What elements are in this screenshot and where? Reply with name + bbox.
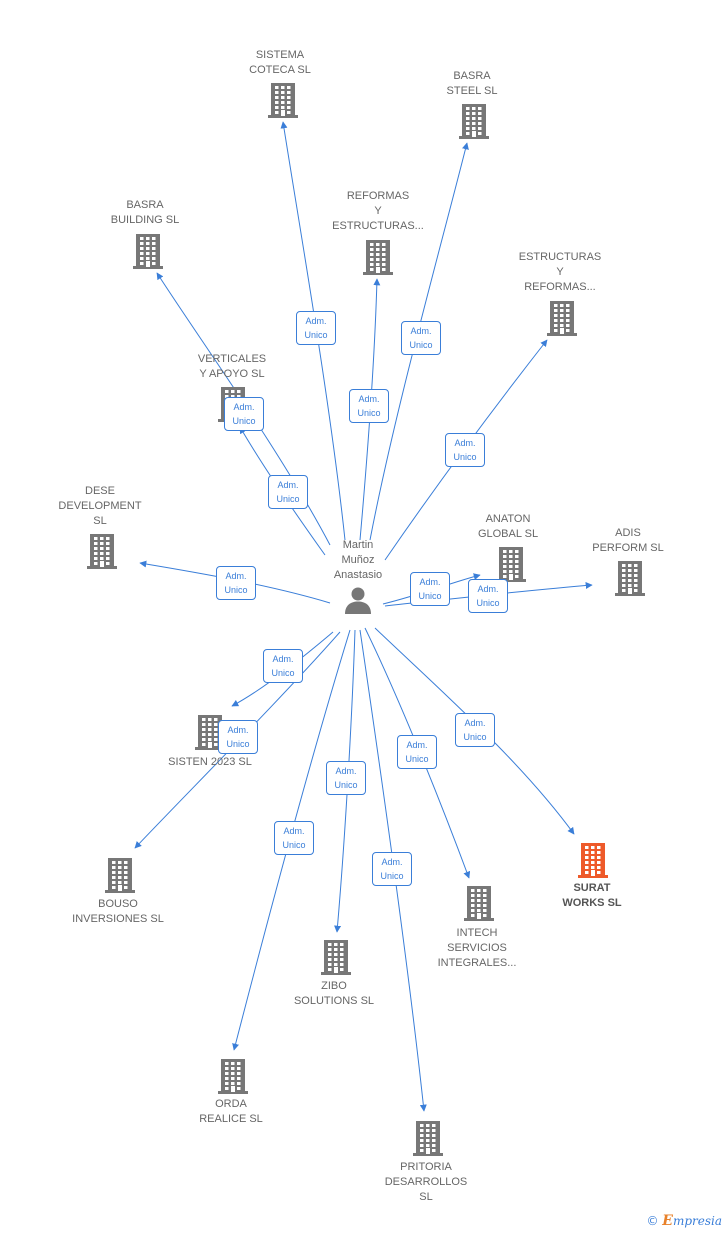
company-label[interactable]: REFORMAS Y ESTRUCTURAS... xyxy=(332,190,424,232)
edge-label-bouso-inversiones: Adm. Unico xyxy=(218,720,258,754)
edge-label-intech-servicios: Adm. Unico xyxy=(397,735,437,769)
building-icon xyxy=(133,234,163,269)
building-icon xyxy=(218,1059,248,1094)
company-label[interactable]: SURAT WORKS SL xyxy=(562,882,622,909)
edge-label-pritoria-desarrollos: Adm. Unico xyxy=(372,852,412,886)
center-person[interactable]: Martin Muñoz Anastasio xyxy=(298,538,418,615)
edge-label-surat-works: Adm. Unico xyxy=(455,713,495,747)
building-icon xyxy=(321,940,351,975)
edge-label-verticales-apoyo: Adm. Unico xyxy=(268,475,308,509)
building-icon xyxy=(547,301,577,336)
building-icon xyxy=(578,843,608,878)
building-icon xyxy=(496,547,526,582)
edge-label-sistema-coteca: Adm. Unico xyxy=(296,311,336,345)
building-icon xyxy=(268,83,298,118)
company-label[interactable]: SISTEMA COTECA SL xyxy=(249,49,311,76)
brand-name: mpresia xyxy=(672,1214,722,1228)
company-label[interactable]: BASRA STEEL SL xyxy=(446,70,498,97)
company-label[interactable]: ZIBO SOLUTIONS SL xyxy=(293,980,375,1007)
building-icon xyxy=(363,240,393,275)
building-icon xyxy=(87,534,117,569)
company-label[interactable]: ANATON GLOBAL SL xyxy=(477,513,539,540)
edge-label-anaton-global: Adm. Unico xyxy=(410,572,450,606)
building-icon xyxy=(464,886,494,921)
brand-initial: E xyxy=(662,1213,673,1229)
edge-label-orda-realice: Adm. Unico xyxy=(274,821,314,855)
copyright-brand: © Empresia xyxy=(646,1213,722,1229)
company-label[interactable]: BASRA BUILDING SL xyxy=(110,199,180,226)
company-label[interactable]: VERTICALES Y APOYO SL xyxy=(197,353,267,380)
edge-label-basra-steel: Adm. Unico xyxy=(401,321,441,355)
building-icon xyxy=(105,858,135,893)
edge-label-reformas-estructuras: Adm. Unico xyxy=(349,389,389,423)
company-label[interactable]: ESTRUCTURAS Y REFORMAS... xyxy=(518,251,602,293)
building-icon xyxy=(615,561,645,596)
company-label[interactable]: BOUSO INVERSIONES SL xyxy=(72,898,164,925)
copyright-symbol: © xyxy=(646,1214,659,1228)
person-icon xyxy=(345,587,371,614)
edge-label-zibo-solutions: Adm. Unico xyxy=(326,761,366,795)
company-label[interactable]: DESE DEVELOPMENT SL xyxy=(58,485,142,527)
person-name: Martin Muñoz Anastasio xyxy=(333,539,383,581)
building-icon xyxy=(413,1121,443,1156)
edge-label-estructuras-reformas: Adm. Unico xyxy=(445,433,485,467)
edge-label-sisten-2023: Adm. Unico xyxy=(263,649,303,683)
company-label[interactable]: SISTEN 2023 SL xyxy=(168,756,252,768)
company-label[interactable]: INTECH SERVICIOS INTEGRALES... xyxy=(437,927,517,969)
edge-label-adis-perform: Adm. Unico xyxy=(468,579,508,613)
edge-label-basra-building: Adm. Unico xyxy=(224,397,264,431)
edge-label-dese-development: Adm. Unico xyxy=(216,566,256,600)
building-icon xyxy=(459,104,489,139)
company-label[interactable]: ADIS PERFORM SL xyxy=(592,527,664,554)
company-label[interactable]: ORDA REALICE SL xyxy=(199,1098,263,1125)
company-label[interactable]: PRITORIA DESARROLLOS SL xyxy=(384,1161,468,1203)
